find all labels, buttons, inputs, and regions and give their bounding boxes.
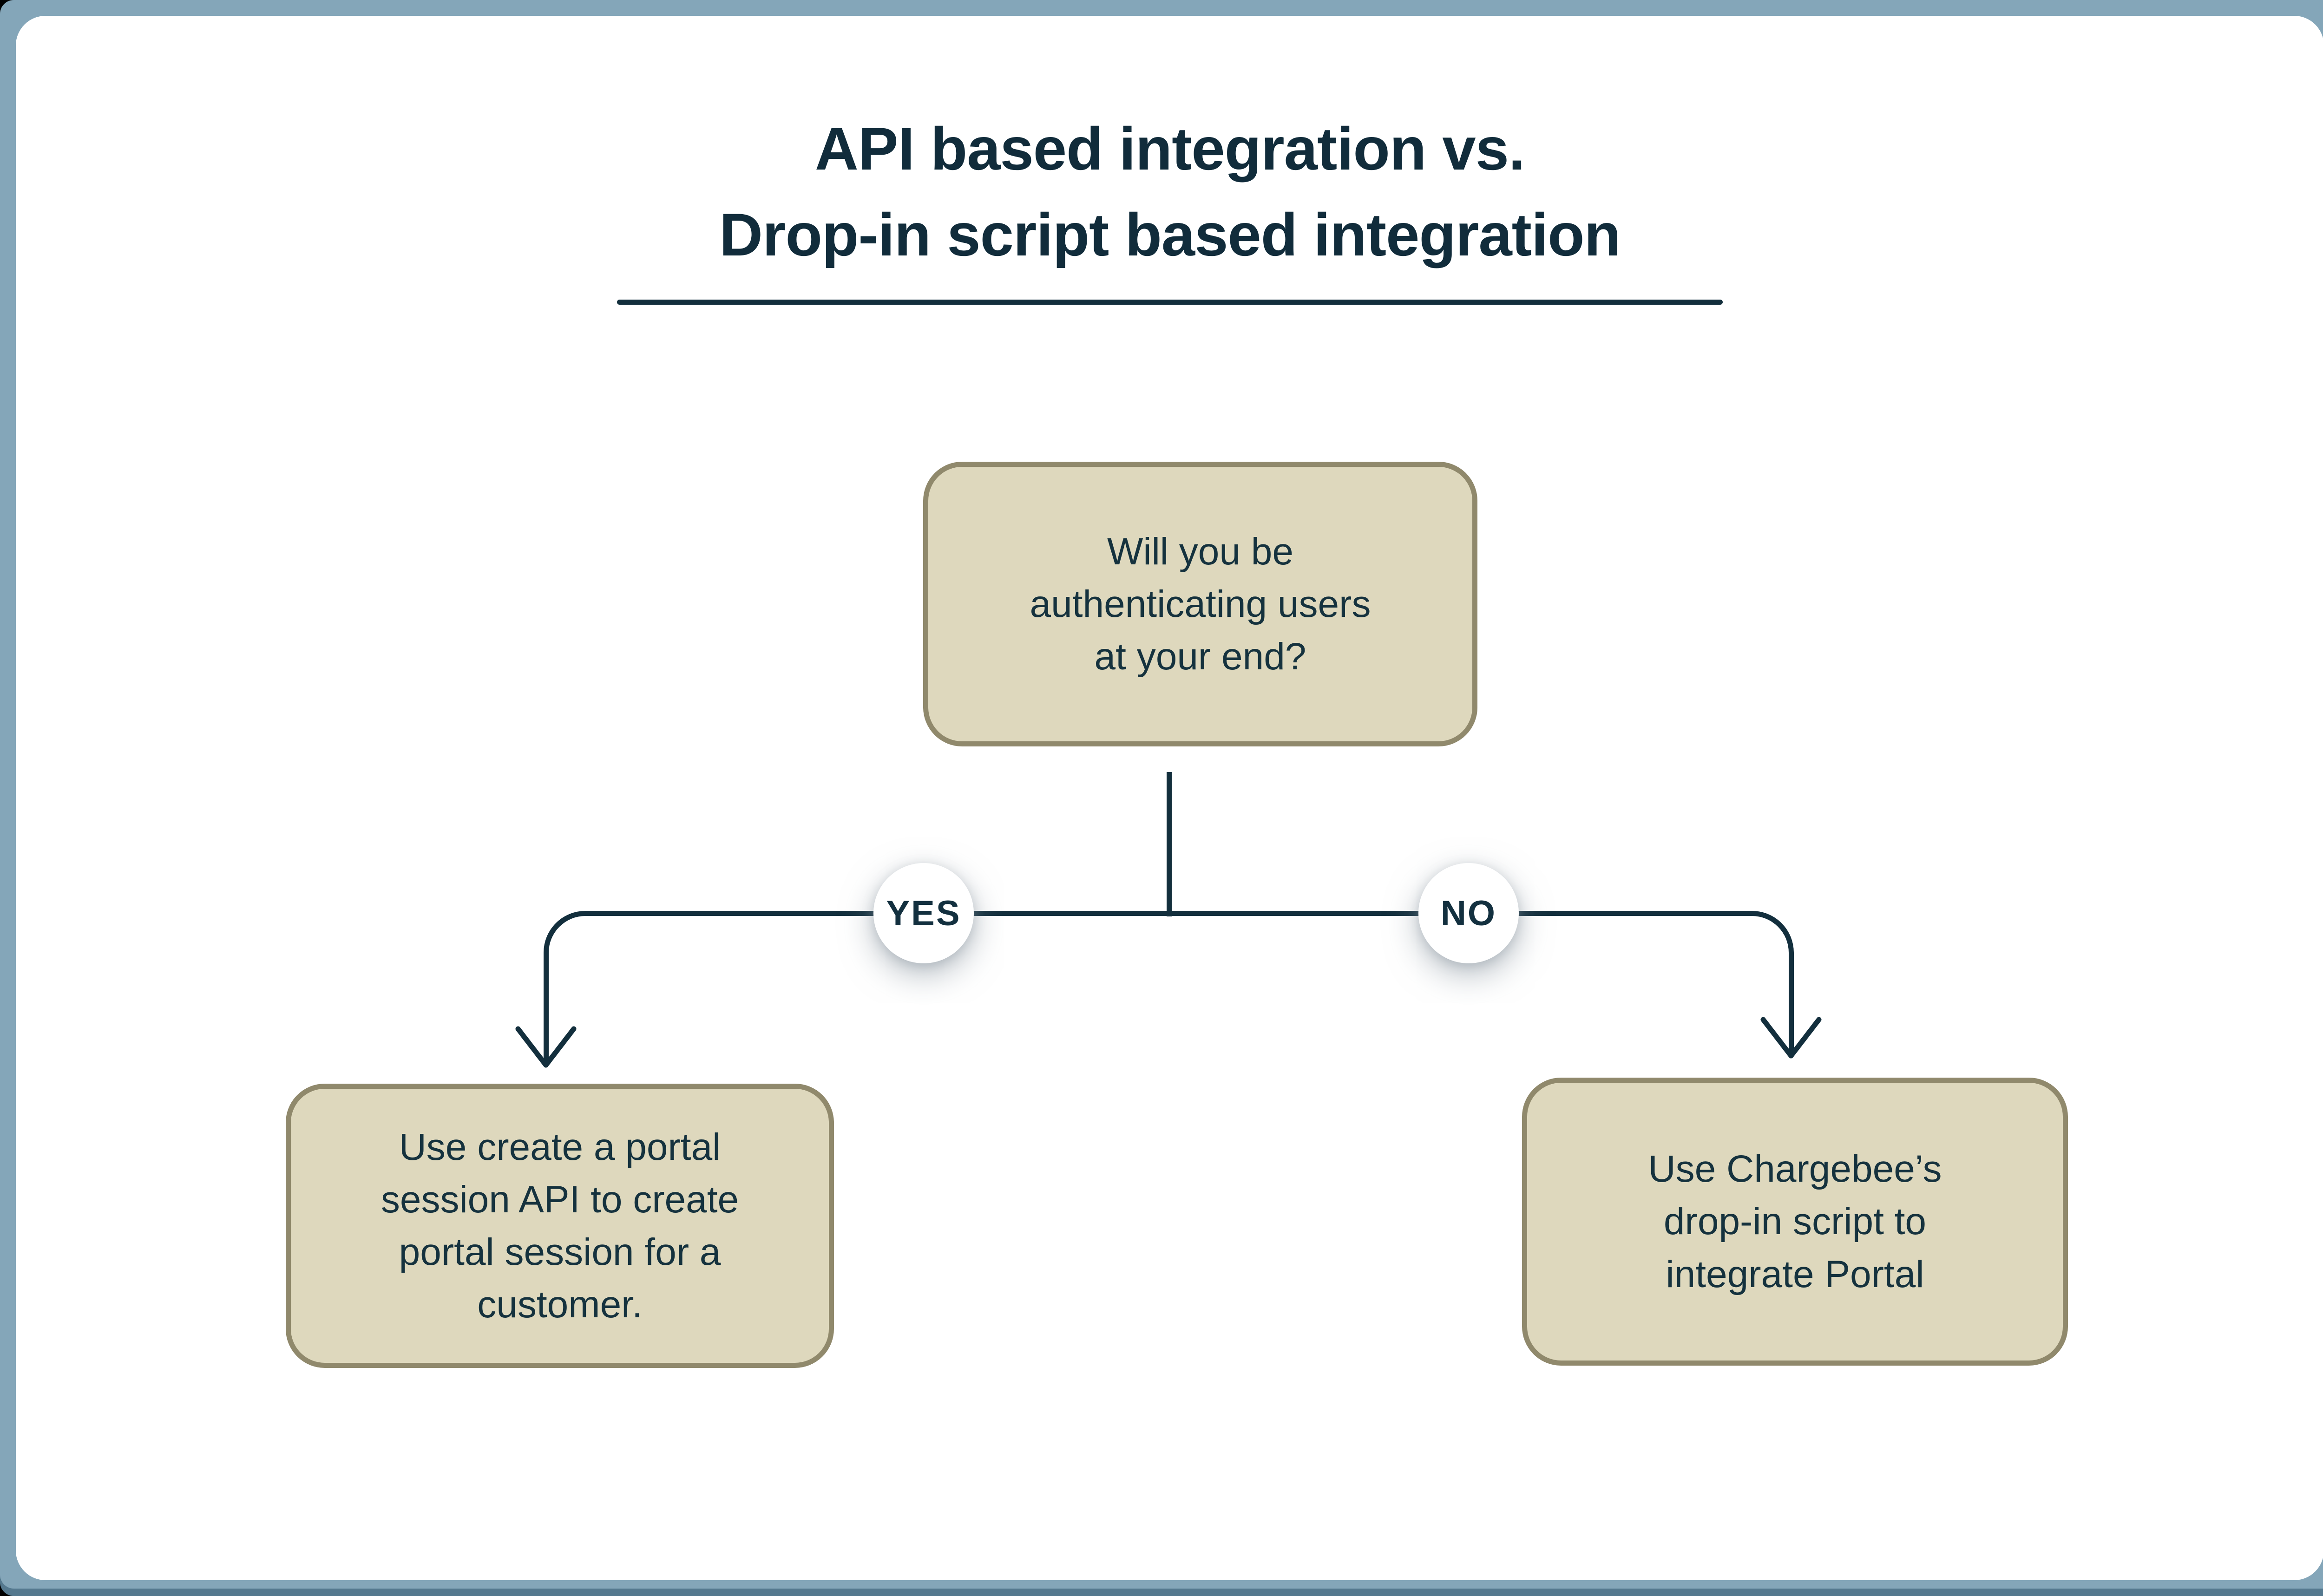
arrow-down-icon (1759, 1016, 1824, 1063)
diagram-title: API based integration vs. Drop-in script… (719, 115, 1621, 268)
result-node-yes: Use create a portal session API to creat… (286, 1084, 834, 1368)
branch-label-yes: YES (873, 863, 974, 963)
arrow-down-icon (513, 1025, 578, 1072)
decision-node: Will you be authenticating users at your… (923, 462, 1477, 746)
title-underline (617, 300, 1723, 305)
branch-line-yes (544, 911, 1172, 1064)
decision-connector-line (1167, 772, 1172, 916)
branch-label-no: NO (1418, 863, 1519, 963)
result-node-no: Use Chargebee’s drop-in script to integr… (1522, 1078, 2068, 1366)
